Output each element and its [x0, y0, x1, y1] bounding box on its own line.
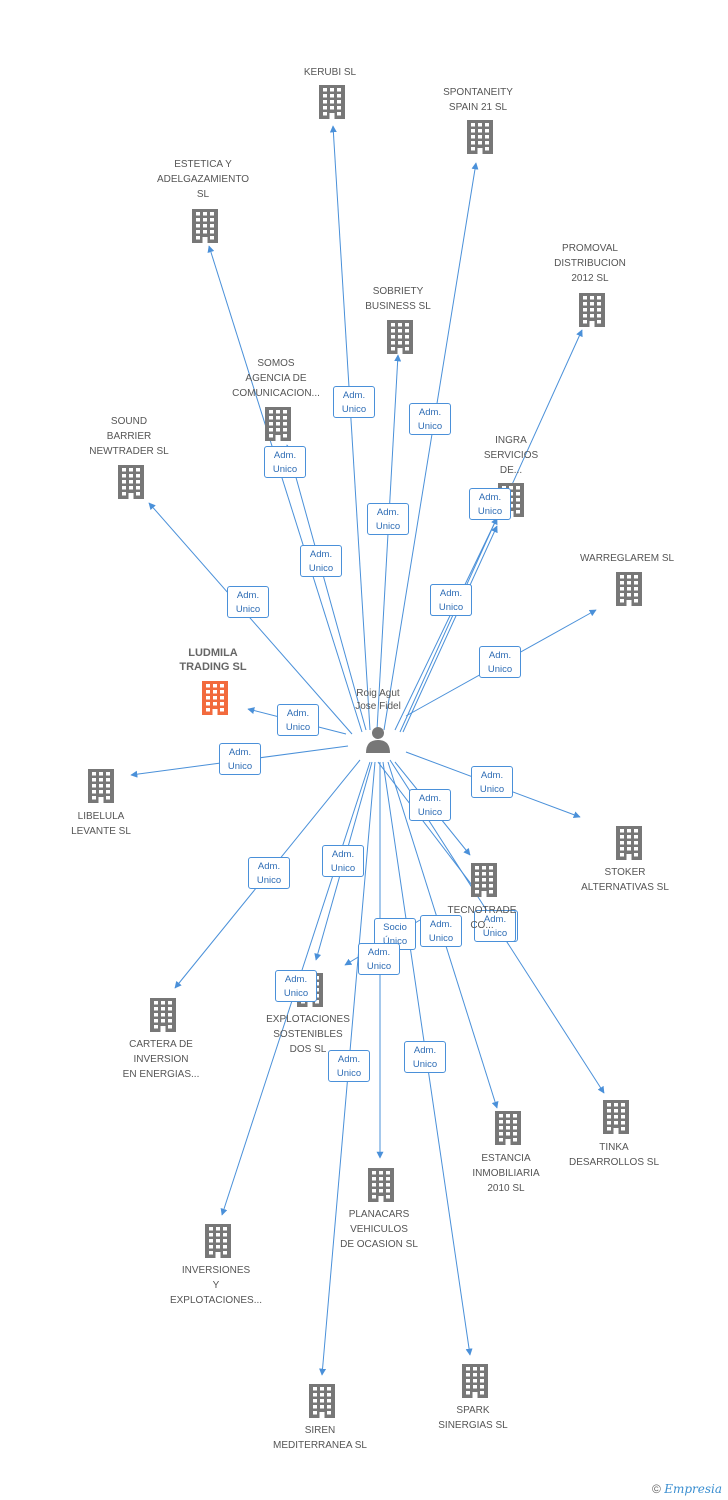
relation-label-siren[interactable]: Adm. Unico [328, 1050, 370, 1082]
edge-estetica [207, 245, 363, 733]
person-name[interactable]: Roig Agut Jose Fidel [355, 688, 401, 712]
relation-label-sound[interactable]: Adm. Unico [227, 586, 269, 618]
edge-sobriety [376, 354, 402, 731]
brand-logo[interactable]: Empresia [664, 1482, 722, 1496]
company-label-somos[interactable]: SOMOS AGENCIA DE COMUNICACION... [232, 358, 320, 399]
relation-label-estancia[interactable]: Adm. Unico [420, 915, 462, 947]
relation-label-spark[interactable]: Adm. Unico [404, 1041, 446, 1073]
relation-label-stoker[interactable]: Adm. Unico [471, 766, 513, 798]
company-label-siren[interactable]: SIREN MEDITERRANEA SL [273, 1425, 367, 1451]
footer: © Empresia [652, 1482, 722, 1496]
sound-building-icon[interactable] [118, 465, 144, 499]
estancia-building-icon[interactable] [495, 1111, 521, 1145]
kerubi-building-icon[interactable] [319, 85, 345, 119]
company-label-inversiones[interactable]: INVERSIONES Y EXPLOTACIONES... [169, 1265, 263, 1306]
company-label-stoker[interactable]: STOKER ALTERNATIVAS SL [581, 867, 669, 893]
relation-label-somos[interactable]: Adm. Unico [300, 545, 342, 577]
relation-label-warreglarem[interactable]: Adm. Unico [479, 646, 521, 678]
company-label-spontaneity[interactable]: SPONTANEITY SPAIN 21 SL [443, 87, 513, 113]
company-label-estetica[interactable]: ESTETICA Y ADELGAZAMIENTO SL [156, 159, 250, 200]
relation-label-estetica[interactable]: Adm. Unico [264, 446, 306, 478]
somos-building-icon[interactable] [265, 407, 291, 441]
libelula-building-icon[interactable] [88, 769, 114, 803]
company-label-kerubi[interactable]: KERUBI SL [303, 67, 357, 78]
tinka-building-icon[interactable] [603, 1100, 629, 1134]
relation-label-cartera[interactable]: Adm. Unico [248, 857, 290, 889]
edge-kerubi [329, 125, 371, 731]
company-label-spark[interactable]: SPARK SINERGIAS SL [438, 1405, 508, 1431]
relation-label-sobriety[interactable]: Adm. Unico [367, 503, 409, 535]
tecno-building-icon[interactable] [471, 863, 497, 897]
edge-ingra [394, 517, 498, 731]
company-label-explotaciones[interactable]: EXPLOTACIONES SOSTENIBLES DOS SL [266, 1014, 350, 1055]
relation-label-tecno[interactable]: Adm. Unico [409, 789, 451, 821]
estetica-building-icon[interactable] [192, 209, 218, 243]
relation-label-spontaneity[interactable]: Adm. Unico [409, 403, 451, 435]
person-icon[interactable] [366, 727, 390, 753]
cartera-building-icon[interactable] [150, 998, 176, 1032]
relation-label-planacars[interactable]: Adm. Unico [358, 943, 400, 975]
spark-building-icon[interactable] [462, 1364, 488, 1398]
promoval-building-icon[interactable] [579, 293, 605, 327]
edge-ingra [402, 525, 498, 733]
relation-label-explotaciones[interactable]: Adm. Unico [322, 845, 364, 877]
company-label-sound[interactable]: SOUND BARRIER NEWTRADER SL [89, 416, 169, 457]
company-label-libelula[interactable]: LIBELULA LEVANTE SL [71, 811, 131, 837]
relation-label-promoval[interactable]: Adm. Unico [469, 488, 511, 520]
edge-somos [285, 444, 367, 731]
ludmila-building-icon[interactable] [202, 681, 228, 715]
edge-spontaneity [383, 162, 479, 731]
company-label-tecno[interactable]: TECNOTRADE CO... [447, 905, 517, 931]
relation-label-tinka[interactable]: Adm. Unico [474, 910, 516, 942]
spontaneity-building-icon[interactable] [467, 120, 493, 154]
company-label-estancia[interactable]: ESTANCIA INMOBILIARIA 2010 SL [472, 1153, 540, 1194]
company-label-promoval[interactable]: PROMOVAL DISTRIBUCION 2012 SL [554, 243, 626, 284]
warreglarem-building-icon[interactable] [616, 572, 642, 606]
company-label-planacars[interactable]: PLANACARS VEHICULOS DE OCASION SL [340, 1209, 418, 1250]
siren-building-icon[interactable] [309, 1384, 335, 1418]
company-label-cartera[interactable]: CARTERA DE INVERSION EN ENERGIAS... [122, 1039, 200, 1080]
inversiones-building-icon[interactable] [205, 1224, 231, 1258]
relation-label-inversiones[interactable]: Adm. Unico [275, 970, 317, 1002]
relation-label-ludmila[interactable]: Adm. Unico [277, 704, 319, 736]
relation-label-ingra[interactable]: Adm. Unico [430, 584, 472, 616]
company-label-ludmila[interactable]: LUDMILA TRADING SL [179, 647, 247, 673]
relation-label-libelula[interactable]: Adm. Unico [219, 743, 261, 775]
company-label-sobriety[interactable]: SOBRIETY BUSINESS SL [365, 286, 431, 312]
company-label-ingra[interactable]: INGRA SERVICIOS DE... [483, 435, 539, 476]
sobriety-building-icon[interactable] [387, 320, 413, 354]
company-label-warreglarem[interactable]: WARREGLAREM SL [579, 553, 675, 564]
stoker-building-icon[interactable] [616, 826, 642, 860]
company-label-tinka[interactable]: TINKA DESARROLLOS SL [568, 1142, 660, 1168]
edge-sound [148, 502, 353, 735]
relation-label-kerubi[interactable]: Adm. Unico [333, 386, 375, 418]
copyright-symbol: © [652, 1482, 661, 1496]
planacars-building-icon[interactable] [368, 1168, 394, 1202]
